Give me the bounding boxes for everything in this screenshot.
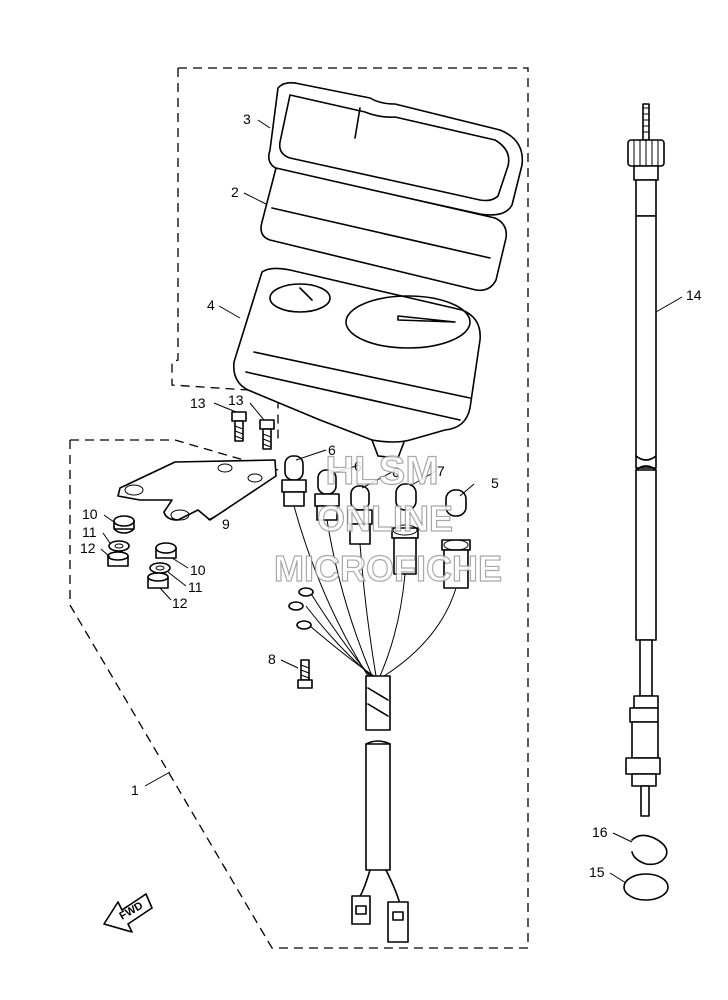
- watermark-line1: HLSM: [325, 449, 438, 493]
- callout-11a: 11: [82, 524, 97, 540]
- callout-3: 3: [243, 111, 251, 127]
- meter-bracket: [117, 459, 277, 521]
- callout-10b: 10: [190, 562, 206, 578]
- callout-14: 14: [686, 287, 702, 303]
- callout-12b: 12: [172, 595, 188, 611]
- grommet-10b: [155, 542, 177, 559]
- callout-11b: 11: [188, 579, 203, 595]
- callout-8: 8: [268, 651, 276, 667]
- bolt-13b: [259, 419, 275, 450]
- washer-11b: [149, 562, 171, 574]
- washer-11a: [108, 540, 130, 552]
- circlip-16: [631, 834, 668, 866]
- forward-arrow-icon: FWD: [103, 893, 153, 933]
- speedometer-cable: [625, 103, 665, 817]
- bolt-13a: [231, 411, 247, 442]
- bulb-socket-5a: [391, 483, 419, 575]
- callout-7: 7: [437, 463, 445, 479]
- bulb-socket-6b: [314, 469, 340, 521]
- callout-4: 4: [207, 297, 215, 313]
- callout-15: 15: [589, 864, 605, 880]
- bulb-socket-5b: [441, 489, 471, 589]
- wiring-harness: [288, 505, 457, 943]
- callout-9: 9: [222, 516, 230, 532]
- callout-16: 16: [592, 824, 608, 840]
- callout-6b: 6: [354, 458, 362, 474]
- callout-5: 5: [491, 475, 499, 491]
- grommet-10a: [113, 515, 135, 534]
- watermark-line2: ONLINE: [317, 498, 453, 539]
- callout-6c: 6: [392, 464, 400, 480]
- callout-13b: 13: [228, 392, 244, 408]
- meter-body: [232, 267, 481, 459]
- callout-2: 2: [231, 184, 239, 200]
- meter-lens: [260, 167, 508, 292]
- callout-10a: 10: [82, 506, 98, 522]
- screw-8: [297, 659, 313, 689]
- bulb-socket-6a: [281, 455, 307, 507]
- o-ring-15: [623, 873, 669, 901]
- nut-12a: [107, 551, 129, 567]
- callout-1: 1: [131, 782, 139, 798]
- callout-12a: 12: [80, 540, 96, 556]
- watermark: HLSM ONLINE MICROFICHE: [273, 448, 502, 589]
- leader-lines: [100, 119, 683, 884]
- watermark-line3: MICROFICHE: [274, 548, 502, 589]
- bulb-socket-7: [347, 485, 373, 545]
- assembly-outline-main: [69, 439, 529, 949]
- callout-13a: 13: [190, 395, 206, 411]
- nut-12b: [147, 572, 169, 589]
- callout-labels: 3 2 4 5 13 13 6 6 6 7 9 10 11 12 10 11 1…: [80, 111, 702, 880]
- callout-6a: 6: [328, 442, 336, 458]
